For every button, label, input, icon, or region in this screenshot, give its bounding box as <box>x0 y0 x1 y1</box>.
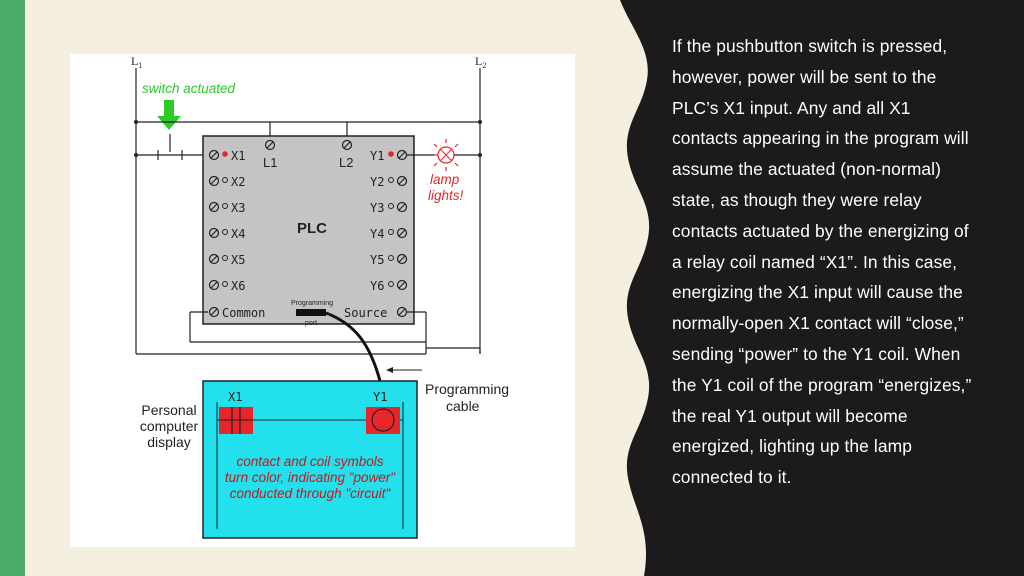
svg-text:Y6: Y6 <box>370 279 384 293</box>
pc-label-line1: Personal <box>141 402 196 418</box>
x1-indicator-led <box>222 151 228 157</box>
svg-text:Y4: Y4 <box>370 227 384 241</box>
accent-strip <box>0 0 25 576</box>
programming-port <box>296 309 326 316</box>
svg-text:X2: X2 <box>231 175 245 189</box>
plc-title: PLC <box>297 220 327 237</box>
x1-contact-icon <box>219 407 253 434</box>
programming-cable <box>325 311 382 382</box>
plc-body <box>202 135 415 325</box>
pc-note-line1: contact and coil symbols <box>236 454 383 469</box>
pc-coil-label: Y1 <box>373 390 387 404</box>
pc-contact-label: X1 <box>228 390 242 404</box>
input-x6: X6 <box>208 279 245 293</box>
output-source: Source <box>344 306 408 320</box>
input-x5: X5 <box>208 253 245 267</box>
pc-label-line3: display <box>147 434 191 450</box>
output-terminals: Y1 Y2 Y3 Y4 Y5 <box>344 149 408 320</box>
svg-text:X4: X4 <box>231 227 245 241</box>
svg-text:X6: X6 <box>231 279 245 293</box>
output-y3: Y3 <box>370 201 408 215</box>
pc-label-line2: computer <box>140 418 199 434</box>
svg-text:Y5: Y5 <box>370 253 384 267</box>
l2-label: L2 <box>475 54 486 70</box>
plc-l2-label: L2 <box>339 155 353 170</box>
svg-text:X5: X5 <box>231 253 245 267</box>
input-x3: X3 <box>208 201 245 215</box>
svg-text:X1: X1 <box>231 149 245 163</box>
svg-text:Source: Source <box>344 306 387 320</box>
y1-coil-icon <box>366 407 400 434</box>
input-x1: X1 <box>208 149 245 163</box>
pc-note-line3: conducted through "circuit" <box>230 486 392 501</box>
output-y1: Y1 <box>370 149 408 163</box>
pc-note-line2: turn color, indicating "power" <box>225 470 396 485</box>
lamp-lights-note-line2: lights! <box>428 188 464 203</box>
programming-cable-label-line2: cable <box>446 398 480 414</box>
output-y5: Y5 <box>370 253 408 267</box>
switch-arrow-icon <box>157 100 181 130</box>
svg-text:Common: Common <box>222 306 265 320</box>
diagram-canvas: L1 L2 switch actuated PLC L1 L2 <box>131 54 509 539</box>
svg-text:port: port <box>305 320 317 327</box>
output-y4: Y4 <box>370 227 408 241</box>
description-paragraph: If the pushbutton switch is pressed, how… <box>672 36 972 488</box>
input-x4: X4 <box>208 227 245 241</box>
output-y2: Y2 <box>370 175 408 189</box>
input-x2: X2 <box>208 175 245 189</box>
svg-text:X3: X3 <box>231 201 245 215</box>
plc-l1-label: L1 <box>263 155 277 170</box>
plc-l1-terminal <box>264 139 276 151</box>
programming-cable-label-line1: Programming <box>425 381 509 397</box>
programming-port-label: Programming <box>291 300 333 307</box>
y1-indicator-led <box>388 151 394 157</box>
input-common: Common <box>208 306 265 320</box>
plc-l2-terminal <box>341 139 353 151</box>
output-y6: Y6 <box>370 279 408 293</box>
svg-text:Y2: Y2 <box>370 175 384 189</box>
input-terminals: X1 X2 X3 X4 X5 <box>208 149 265 320</box>
lamp-lights-note-line1: lamp <box>430 172 460 187</box>
svg-text:Y1: Y1 <box>370 149 384 163</box>
switch-actuated-note: switch actuated <box>142 81 236 96</box>
plc-wiring-diagram: L1 L2 switch actuated PLC L1 L2 <box>70 54 575 547</box>
l1-label: L1 <box>131 54 142 70</box>
svg-text:Y3: Y3 <box>370 201 384 215</box>
